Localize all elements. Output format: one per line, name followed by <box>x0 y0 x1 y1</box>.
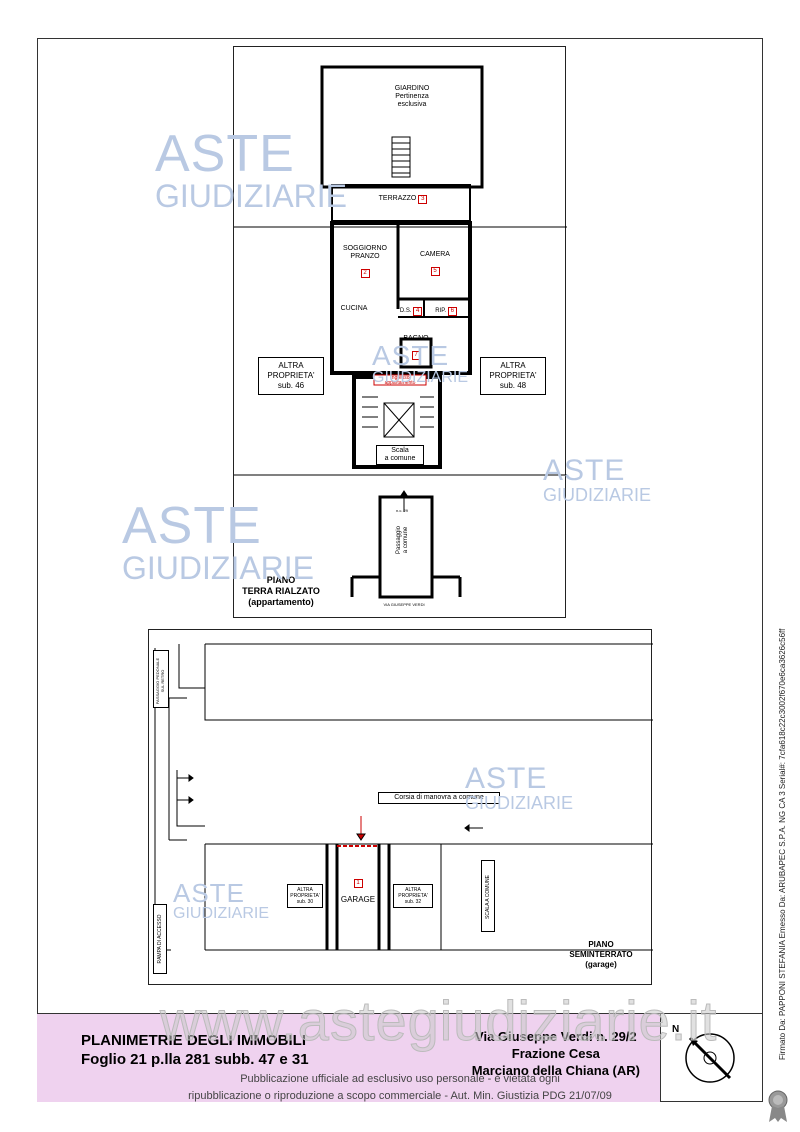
rear-passage-box: PASSAGGIO PEDONALE SUL RETRO <box>153 650 169 708</box>
other-property-48: ALTRA PROPRIETA' sub. 48 <box>480 357 546 395</box>
title-block: PLANIMETRIE DEGLI IMMOBILI Foglio 21 p.l… <box>37 1013 763 1102</box>
floor2-line2: SEMINTERRATO <box>569 950 633 959</box>
title-left: PLANIMETRIE DEGLI IMMOBILI Foglio 21 p.l… <box>81 1031 309 1069</box>
bedroom-label: CAMERA 5 <box>400 251 470 276</box>
rip-num: 6 <box>447 307 457 316</box>
entrance-tag: n.c. 29 <box>395 508 408 513</box>
ds-label: D.S. 4 <box>398 307 424 316</box>
stair-common-label: Scala a comune <box>376 445 424 465</box>
garden-title: GIARDINO <box>394 85 430 92</box>
north-label: N <box>672 1024 680 1035</box>
terrace-label: TERRAZZO 3 <box>368 195 438 204</box>
compass-icon <box>685 1033 735 1083</box>
prop30-line3: sub. 30 <box>296 899 314 905</box>
common-stair-box: SCALA A COMUNE <box>481 860 495 932</box>
north-compass: N <box>660 1014 763 1102</box>
prop46-line1: ALTRA <box>278 361 304 370</box>
cadastral-reference: Foglio 21 p.lla 281 subb. 47 e 31 <box>81 1051 309 1068</box>
prop48-line3: sub. 48 <box>499 381 527 390</box>
floor1-line1: PIANO <box>266 575 296 585</box>
address-line3: Marciano della Chiana (AR) <box>471 1063 640 1078</box>
floor2-line1: PIANO <box>588 940 614 949</box>
prop30-line1: ALTRA <box>297 887 313 893</box>
bath-label: BAGNO 7 <box>396 335 436 360</box>
ground-floor-plan: GIARDINO Pertinenza esclusiva TERRAZZO 3… <box>233 46 567 618</box>
title-band: PLANIMETRIE DEGLI IMMOBILI Foglio 21 p.l… <box>37 1014 661 1102</box>
ground-floor-drawing <box>234 65 567 599</box>
bedroom-text: CAMERA <box>420 251 450 258</box>
digital-signature: Firmato Da: PAPPONI STEFANIA Emesso Da: … <box>778 628 787 1060</box>
stair-line2: a comune <box>384 455 416 462</box>
ds-num: 4 <box>413 307 423 316</box>
ingresso-line1: Ingresso <box>390 375 410 381</box>
bath-num: 7 <box>411 351 421 360</box>
rip-text: RIP. <box>435 308 447 314</box>
floor2-line3: (garage) <box>585 960 617 969</box>
basement-drawing <box>154 643 653 951</box>
floor1-line2: TERRA RIALZATO <box>242 586 320 596</box>
rip-label: RIP. 6 <box>428 307 464 316</box>
prop32-line2: PROPRIETA' <box>398 893 428 899</box>
basement-plan: PASSAGGIO PEDONALE SUL RETRO RAMPA DI AC… <box>148 629 653 985</box>
common-stair-text: SCALA A COMUNE <box>485 875 491 919</box>
prop48-line1: ALTRA <box>500 361 526 370</box>
living-num: 2 <box>360 269 370 278</box>
rear-passage-text: PASSAGGIO PEDONALE SUL RETRO <box>155 654 165 708</box>
floor1-line3: (appartamento) <box>248 597 314 607</box>
other-property-46: ALTRA PROPRIETA' sub. 46 <box>258 357 324 395</box>
seal-badge-icon <box>768 1090 788 1122</box>
living-label: SOGGIORNO PRANZO 2 <box>332 245 398 278</box>
rear-passage-line2: SUL RETRO <box>160 669 165 693</box>
living-line2: PRANZO <box>350 253 380 260</box>
garden-sub2: esclusiva <box>397 101 427 108</box>
prop46-line2: PROPRIETA' <box>267 371 315 380</box>
address-line2: Frazione Cesa <box>511 1046 600 1061</box>
prop46-line3: sub. 46 <box>277 381 305 390</box>
living-line1: SOGGIORNO <box>343 245 387 252</box>
ingresso-line2: appartamento <box>384 380 416 386</box>
prop48-line2: PROPRIETA' <box>489 371 537 380</box>
ramp-box: RAMPA DI ACCESSO <box>153 904 167 974</box>
bath-text: BAGNO <box>403 335 429 342</box>
corsia-label: Corsia di manovra a comune <box>378 792 500 804</box>
garage-text: GARAGE <box>340 895 376 904</box>
address-line1: Via Giuseppe Verdi n. 29/2 <box>475 1029 637 1044</box>
garage-label: 1 GARAGE <box>337 878 379 904</box>
prop32-line3: sub. 32 <box>404 899 422 905</box>
publication-notice: Pubblicazione ufficiale ad esclusivo uso… <box>150 1071 650 1105</box>
passage-line1: Passaggio <box>396 525 402 555</box>
other-property-32: ALTRA PROPRIETA' sub. 32 <box>393 884 433 908</box>
address-block: Via Giuseppe Verdi n. 29/2 Frazione Cesa… <box>472 1028 640 1079</box>
terrace-num: 3 <box>418 195 428 204</box>
prop30-line2: PROPRIETA' <box>290 893 320 899</box>
ds-text: D.S. <box>399 308 412 314</box>
passage-line2: a comune <box>403 526 409 554</box>
document-title: PLANIMETRIE DEGLI IMMOBILI <box>81 1032 306 1049</box>
street-label: VIA GIUSEPPE VERDI <box>383 602 425 607</box>
kitchen-label: CUCINA <box>340 305 368 312</box>
prop32-line1: ALTRA <box>405 887 421 893</box>
basement-floor-title: PIANO SEMINTERRATO (garage) <box>553 940 649 970</box>
garage-num: 1 <box>353 879 363 888</box>
garden-sub1: Pertinenza <box>395 93 429 100</box>
ramp-text: RAMPA DI ACCESSO <box>157 914 163 964</box>
publication-line2: ripubblicazione o riproduzione a scopo c… <box>188 1090 612 1102</box>
bedroom-num: 5 <box>430 267 440 276</box>
publication-line1: Pubblicazione ufficiale ad esclusivo uso… <box>240 1073 560 1085</box>
garden-label: GIARDINO Pertinenza esclusiva <box>382 85 442 109</box>
ingresso-label: Ingresso appartamento <box>374 376 426 386</box>
terrace-text: TERRAZZO <box>378 195 417 202</box>
stair-line1: Scala <box>391 447 409 454</box>
site-watermark: www.astegiudiziarie.it <box>159 989 718 1053</box>
ground-floor-title: PIANO TERRA RIALZATO (appartamento) <box>236 575 326 608</box>
other-property-30: ALTRA PROPRIETA' sub. 30 <box>287 884 323 908</box>
